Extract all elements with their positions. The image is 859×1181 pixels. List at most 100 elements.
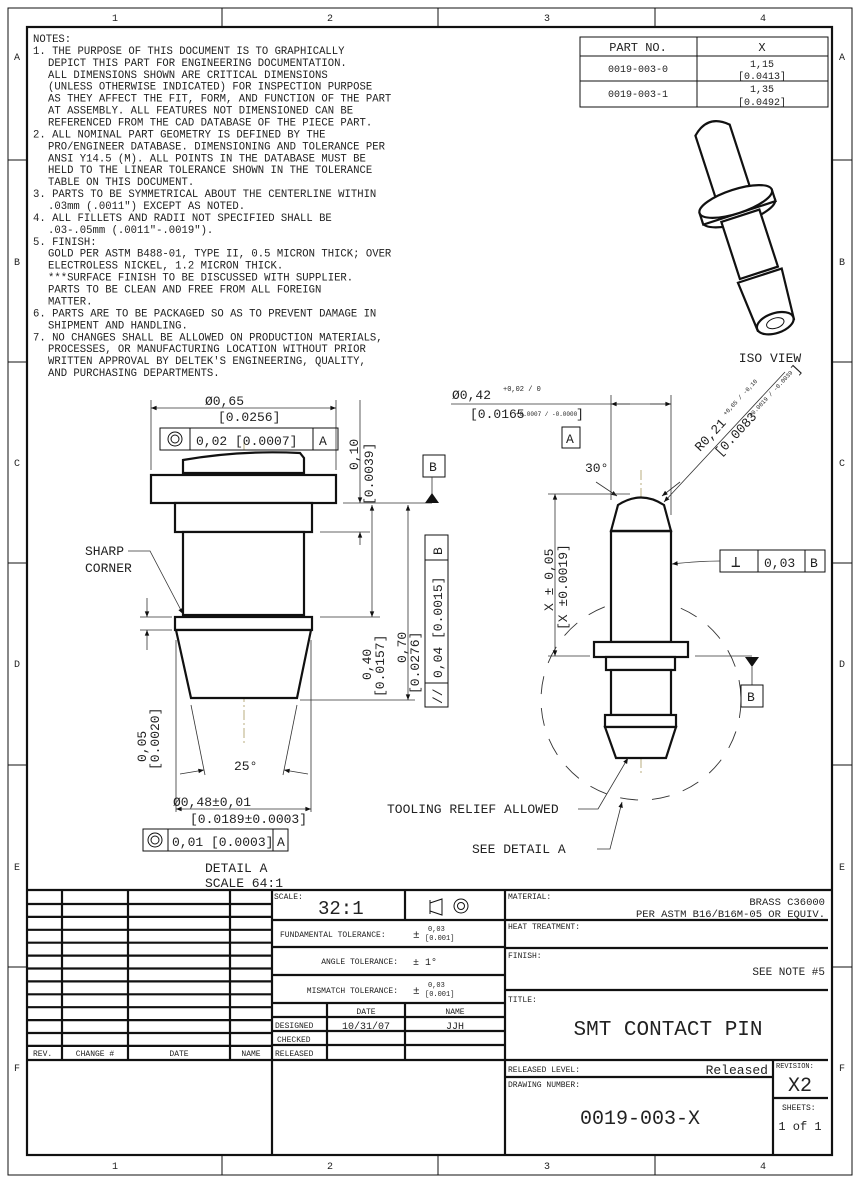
zone-column-label: 3 <box>544 14 550 25</box>
note-line: 5. FINISH: <box>33 237 97 249</box>
zone-row-label: B <box>14 258 20 269</box>
note-line: AND PURCHASING DEPARTMENTS. <box>48 368 220 380</box>
note-line: HELD TO THE LINEAR TOLERANCE SHOWN IN TH… <box>48 165 372 177</box>
mismatch-tolerance-in: [0.001] <box>425 991 454 999</box>
note-line: TABLE ON THIS DOCUMENT. <box>48 177 194 189</box>
revision-table <box>27 890 272 1060</box>
note-line: ANSI Y14.5 (M). ALL POINTS IN THE DATABA… <box>48 153 366 165</box>
note-line: PROCESSES, OR MANUFACTURING LOCATION WIT… <box>48 344 367 356</box>
zone-row-label: D <box>14 660 20 671</box>
table-cell-part: 0019-003-0 <box>608 65 668 76</box>
fcf-datum: A <box>319 434 327 449</box>
perpendicularity-icon: ⊥ <box>731 554 741 572</box>
dimension-dia-tip-tol: +0,02 / 0 <box>503 386 541 394</box>
table-cell-x-in: [0.0413] <box>738 71 786 83</box>
sheets-label: SHEETS: <box>782 1104 816 1113</box>
note-line: .03-.05mm (.0011"-.0019"). <box>48 225 213 237</box>
zone-dividers <box>8 8 852 1175</box>
fundamental-tolerance-in: [0.001] <box>425 935 454 943</box>
fcf-datum: B <box>431 547 446 555</box>
datum-a-label: A <box>566 432 574 447</box>
detail-a-scale: SCALE 64:1 <box>205 876 283 891</box>
zone-row-label: B <box>839 258 845 269</box>
pm-sign: ± <box>413 986 420 998</box>
zone-column-label: 2 <box>327 1162 333 1173</box>
heat-treatment-label: HEAT TREATMENT: <box>508 923 580 932</box>
note-line: AS THEY AFFECT THE FIT, FORM, AND FUNCTI… <box>48 94 391 106</box>
zone-column-label: 4 <box>760 1162 766 1173</box>
sharp-corner-label-1: SHARP <box>85 544 124 559</box>
outer-border <box>7 7 853 1176</box>
date-column-header: DATE <box>356 1008 375 1017</box>
table-cell-x-mm: 1,35 <box>750 85 774 96</box>
note-line: 2. ALL NOMINAL PART GEOMETRY IS DEFINED … <box>33 129 325 141</box>
mismatch-tolerance-mm: 0,03 <box>428 982 445 990</box>
note-line: REFERENCED FROM THE CAD DATABASE OF THE … <box>48 118 372 130</box>
dimension-010: 0,10 <box>347 439 362 470</box>
main-view: Ø0,42 +0,02 / 0 [0.0165 +0.0007 / -0.000… <box>387 362 826 857</box>
zone-column-label: 3 <box>544 1162 550 1173</box>
general-notes: NOTES:1. THE PURPOSE OF THIS DOCUMENT IS… <box>33 34 392 380</box>
parallelism-icon: // <box>431 688 446 704</box>
note-line: 4. ALL FILLETS AND RADII NOT SPECIFIED S… <box>33 213 332 225</box>
drawing-number-label: DRAWING NUMBER: <box>508 1081 580 1090</box>
angle-tolerance-value: ± 1° <box>413 957 437 969</box>
date-header: DATE <box>169 1050 188 1059</box>
designed-name: JJH <box>446 1022 464 1033</box>
datum-triangle-icon <box>745 657 759 667</box>
name-header: NAME <box>241 1050 260 1059</box>
detail-a-title: DETAIL A <box>205 861 268 876</box>
released-label: RELEASED <box>275 1050 314 1059</box>
name-column-header: NAME <box>445 1008 464 1017</box>
fcf-value: 0,01 [0.0003] <box>172 835 273 850</box>
note-line: ALL DIMENSIONS SHOWN ARE CRITICAL DIMENS… <box>48 70 328 82</box>
bracket: ] <box>576 407 584 422</box>
designed-date: 10/31/07 <box>342 1021 390 1033</box>
revision-value: X2 <box>788 1075 812 1098</box>
dimension-dia-tip-inch-tol: +0.0007 / -0.0000 <box>516 411 578 418</box>
dimension-x: X ± 0,05 <box>542 549 557 611</box>
dimension-070: 0,70 <box>395 632 410 663</box>
material-label: MATERIAL: <box>508 893 551 902</box>
angle-25: 25° <box>234 759 257 774</box>
finish-value: SEE NOTE #5 <box>752 967 825 979</box>
tooling-relief-note: TOOLING RELIEF ALLOWED <box>387 802 559 817</box>
dimension-005-inch: [0.0020] <box>148 708 163 770</box>
note-line: AT ASSEMBLY. ALL FEATURES NOT DIMENSIONE… <box>48 106 353 118</box>
note-line: .03mm (.0011") EXCEPT AS NOTED. <box>48 201 245 213</box>
fcf-concentricity-top: 0,02 [0.0007] A <box>159 427 339 451</box>
note-line: PRO/ENGINEER DATABASE. DIMENSIONING AND … <box>48 141 386 153</box>
fcf-value: 0,03 <box>764 556 795 571</box>
dimension-dia-bottom-inch: [0.0189±0.0003] <box>190 812 307 827</box>
concentricity-icon <box>167 431 183 447</box>
note-line: 6. PARTS ARE TO BE PACKAGED SO AS TO PRE… <box>33 308 376 320</box>
finish-label: FINISH: <box>508 952 542 961</box>
dimension-010-inch: [0.0039] <box>362 443 377 505</box>
note-line: SHIPMENT AND HANDLING. <box>48 320 188 332</box>
dimension-dia-top: Ø0,65 <box>205 394 244 409</box>
note-line: 1. THE PURPOSE OF THIS DOCUMENT IS TO GR… <box>33 46 345 58</box>
material-value-1: BRASS C36000 <box>749 897 825 909</box>
concentricity-icon <box>147 832 163 848</box>
dimension-070-inch: [0.0276] <box>408 632 423 694</box>
note-line: WRITTEN APPROVAL BY DELTEK'S ENGINEERING… <box>48 356 366 368</box>
table-cell-x-in: [0.0492] <box>738 97 786 109</box>
mismatch-tolerance-label: MISMATCH TOLERANCE: <box>307 987 398 996</box>
note-line: DEPICT THIS PART FOR ENGINEERING DOCUMEN… <box>48 58 347 70</box>
fundamental-tolerance-label: FUNDAMENTAL TOLERANCE: <box>280 931 386 940</box>
drawing-title: SMT CONTACT PIN <box>573 1019 762 1042</box>
dimension-dia-tip-inch: [0.0165 <box>470 407 525 422</box>
scale-label: SCALE: <box>274 893 303 902</box>
fcf-perpendicularity: ⊥ 0,03 B <box>671 549 826 573</box>
table-cell-x-mm: 1,15 <box>750 60 774 71</box>
note-line: 7. NO CHANGES SHALL BE ALLOWED ON PRODUC… <box>33 332 383 344</box>
part-number-table: PART NO. X 0019-003-0 1,15 [0.0413] 0019… <box>579 36 829 109</box>
zone-row-label: A <box>839 53 845 64</box>
note-line: PARTS TO BE CLEAN AND FREE FROM ALL FORE… <box>48 285 321 297</box>
table-cell-part: 0019-003-1 <box>608 90 668 101</box>
dimension-040: 0,40 <box>360 649 375 680</box>
checked-label: CHECKED <box>277 1036 311 1045</box>
sharp-corner-label-2: CORNER <box>85 561 132 576</box>
fcf-value: 0,04 [0.0015] <box>431 577 446 678</box>
